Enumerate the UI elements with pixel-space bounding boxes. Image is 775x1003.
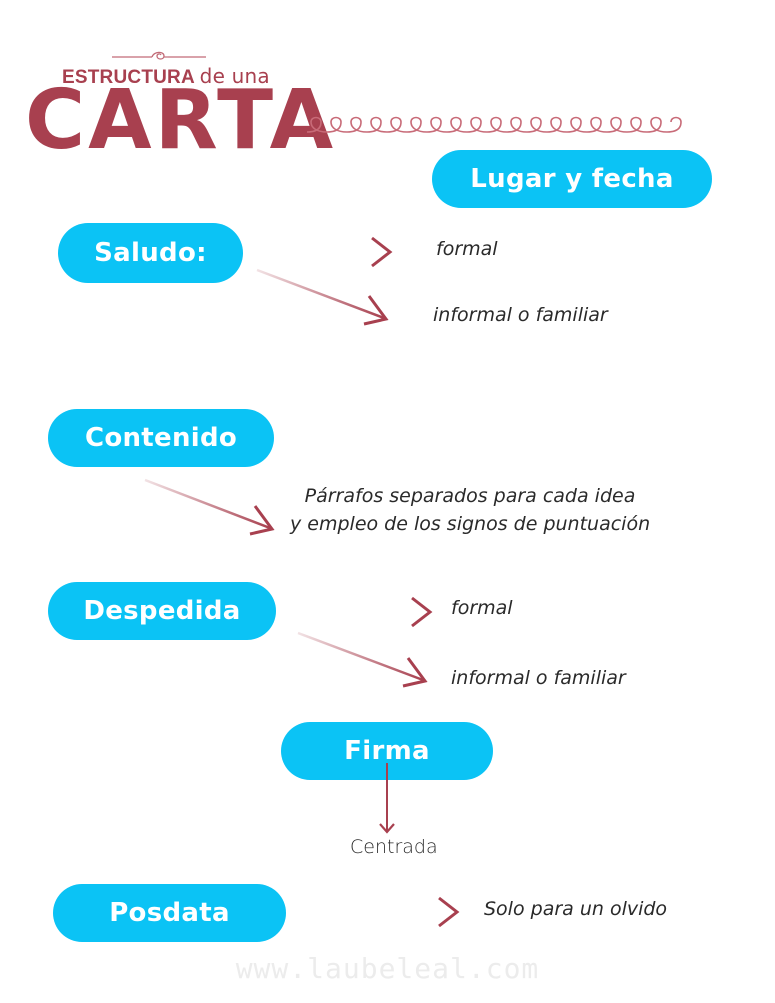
arrow-icon [256,268,389,326]
subtitle-bold: ESTRUCTURA [62,67,195,88]
saludo-note-informal: informal o familiar [433,304,608,326]
saludo-note-formal: formal [436,238,498,260]
arrow-icon [322,896,460,928]
contenido-note: Párrafos separados para cada idea y empl… [290,482,650,538]
arrow-icon [297,631,428,688]
arrow-icon [255,236,393,268]
arrow-icon [296,596,433,628]
loop-border-icon [306,116,682,133]
page-title: CARTA [25,73,337,168]
header-subtitle: ESTRUCTURA de una [62,64,270,89]
subtitle-rest: de una [199,64,270,88]
contenido-note-line-2: y empleo de los signos de puntuación [290,513,651,535]
watermark: www.laubeleal.com [235,952,540,985]
contenido-note-line-1: Párrafos separados para cada idea [304,485,636,507]
section-firma[interactable]: Firma [281,722,493,780]
section-lugar-y-fecha[interactable]: Lugar y fecha [432,150,712,208]
section-saludo[interactable]: Saludo: [58,223,243,283]
posdata-note: Solo para un olvido [484,898,668,920]
despedida-note-informal: informal o familiar [451,667,626,689]
section-despedida[interactable]: Despedida [48,582,276,640]
section-posdata[interactable]: Posdata [53,884,286,942]
swirl-ornament-icon [112,51,206,60]
section-contenido[interactable]: Contenido [48,409,274,467]
despedida-note-formal: formal [451,597,513,619]
firma-note: Centrada [350,836,438,858]
arrow-icon [144,478,275,536]
